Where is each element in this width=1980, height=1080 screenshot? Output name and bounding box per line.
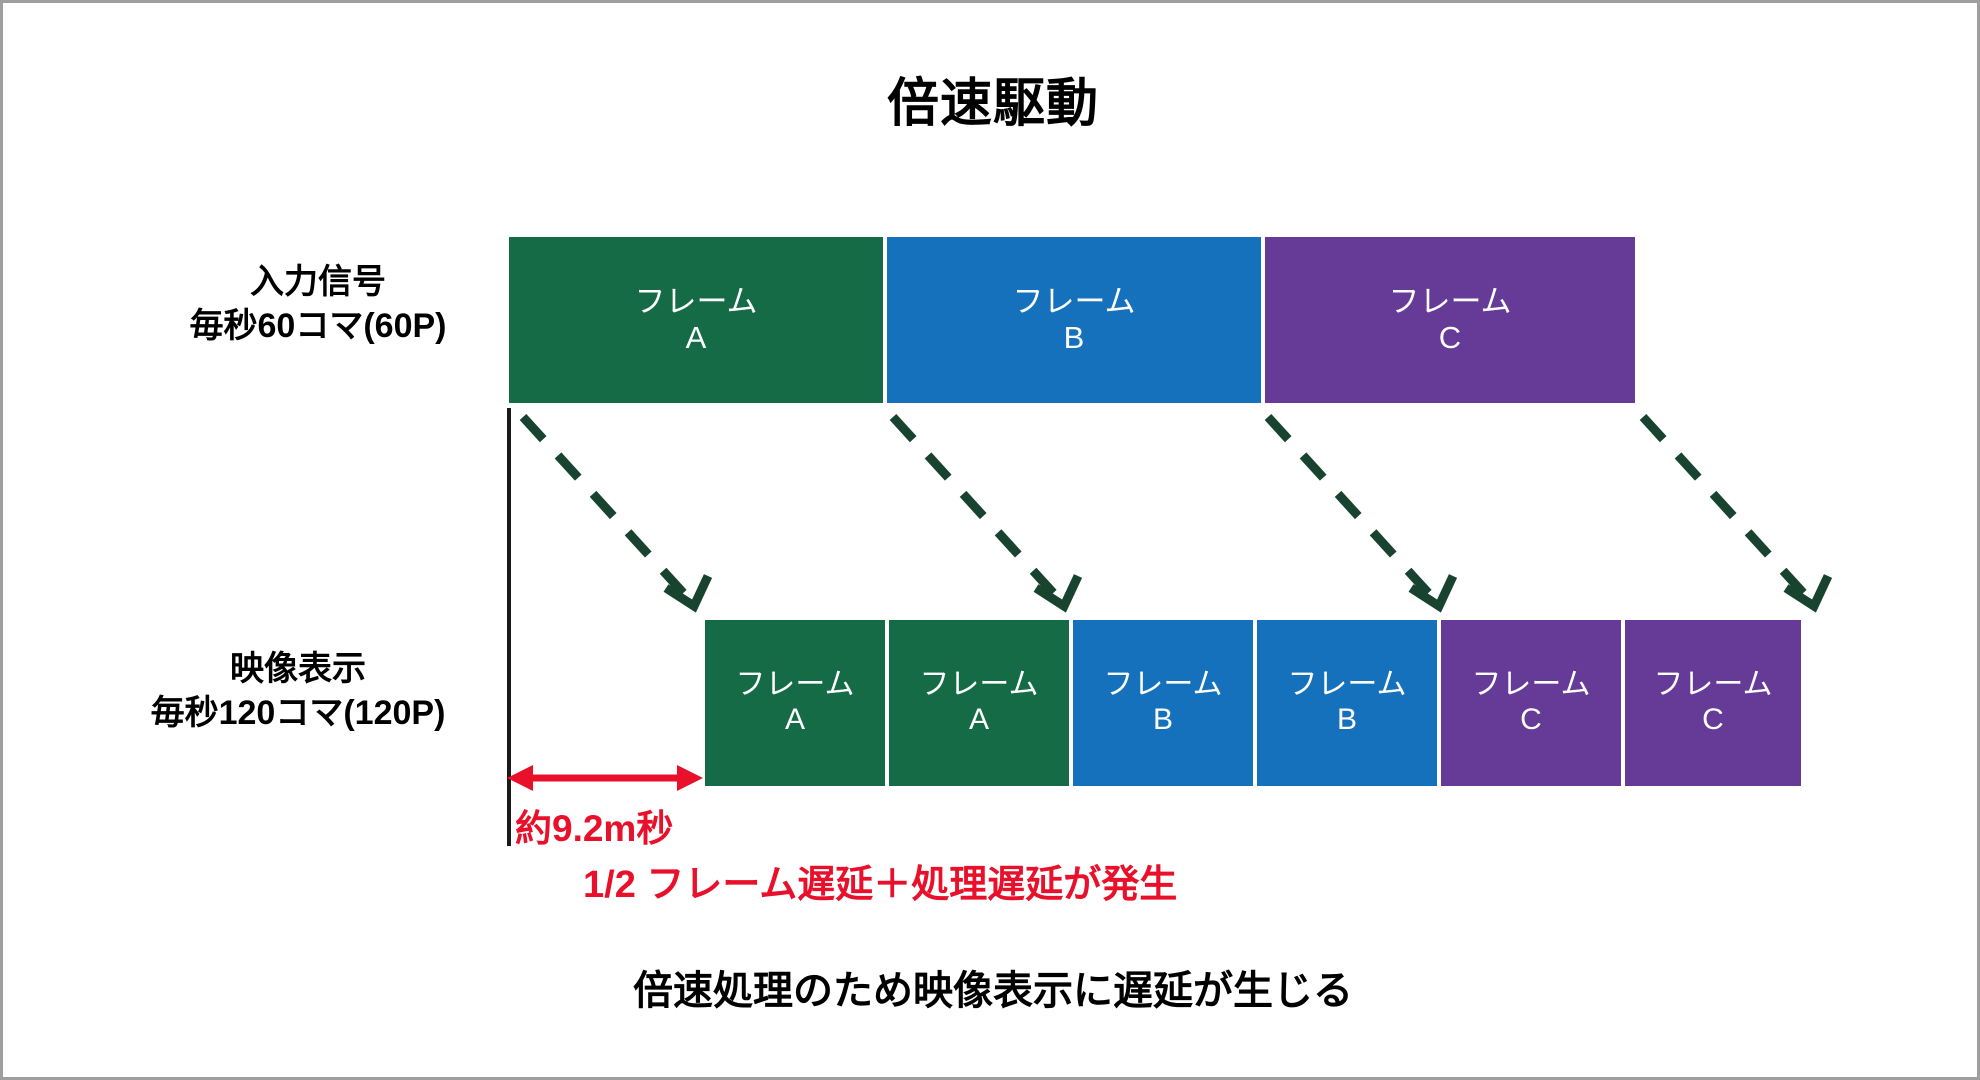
delay-measure-label: 約9.2m秒 <box>515 808 674 849</box>
mapping-arrow-1-line <box>519 413 691 601</box>
mapping-arrow-3-line <box>1264 413 1436 601</box>
output-frame-b1: フレーム B <box>1071 618 1255 788</box>
output-frame-a2: フレーム A <box>887 618 1071 788</box>
output-frame-row: フレーム A フレーム A フレーム B フレーム B フレーム C フレーム … <box>703 618 1803 788</box>
input-frame-c: フレーム C <box>1263 235 1637 405</box>
mapping-arrow-2-head <box>1033 574 1083 613</box>
frame-label-letter: A <box>968 703 989 736</box>
frame-label-letter: C <box>1438 320 1462 355</box>
delay-arrow-head-left <box>507 765 533 791</box>
input-frame-b: フレーム B <box>885 235 1263 405</box>
output-frame-a1: フレーム A <box>703 618 887 788</box>
output-frame-c1: フレーム C <box>1439 618 1623 788</box>
frame-label-name: フレーム <box>919 668 1039 702</box>
output-frame-b2: フレーム B <box>1255 618 1439 788</box>
input-signal-label-line1: 入力信号 <box>250 263 386 301</box>
mapping-arrow-3-head <box>1408 574 1458 613</box>
frame-label-name: フレーム <box>1653 668 1773 702</box>
input-frame-row: フレーム A フレーム B フレーム C <box>507 235 1637 405</box>
delay-arrow-head-right <box>677 765 703 791</box>
diagram-caption: 倍速処理のため映像表示に遅延が生じる <box>633 969 1353 1013</box>
delay-note-text: 1/2 フレーム遅延＋処理遅延が発生 <box>583 864 1178 906</box>
input-signal-label: 入力信号 毎秒60コマ(60P) <box>143 261 493 348</box>
frame-label-name: フレーム <box>735 668 855 702</box>
frame-label-letter: A <box>685 320 707 355</box>
frame-label-name: フレーム <box>1103 668 1223 702</box>
frame-mapping-arrows <box>519 413 1833 613</box>
video-display-label: 映像表示 毎秒120コマ(120P) <box>103 648 493 735</box>
video-display-label-line2: 毎秒120コマ(120P) <box>150 693 446 732</box>
delay-measure-arrow <box>507 765 703 791</box>
page-title: 倍速駆動 <box>886 75 1099 133</box>
mapping-arrow-1-head <box>663 574 713 613</box>
frame-label-name: フレーム <box>1287 668 1407 702</box>
input-signal-label-line2: 毎秒60コマ(60P) <box>189 306 447 345</box>
mapping-arrow-4-line <box>1639 413 1811 601</box>
video-display-label-line1: 映像表示 <box>230 650 366 688</box>
frame-label-letter: B <box>1063 320 1085 355</box>
frame-label-name: フレーム <box>1012 284 1136 320</box>
frame-label-name: フレーム <box>1471 668 1591 702</box>
frame-label-letter: C <box>1520 703 1542 736</box>
frame-label-letter: C <box>1702 703 1724 736</box>
frame-label-letter: A <box>784 703 805 736</box>
timeline-vertical-rule <box>507 408 511 846</box>
input-frame-a: フレーム A <box>507 235 885 405</box>
mapping-arrow-2-line <box>889 413 1061 601</box>
frame-label-name: フレーム <box>634 284 758 320</box>
frame-label-name: フレーム <box>1388 284 1512 320</box>
frame-label-letter: B <box>1152 703 1173 736</box>
frame-label-letter: B <box>1336 703 1357 736</box>
output-frame-c2: フレーム C <box>1623 618 1803 788</box>
mapping-arrow-4-head <box>1783 574 1833 613</box>
